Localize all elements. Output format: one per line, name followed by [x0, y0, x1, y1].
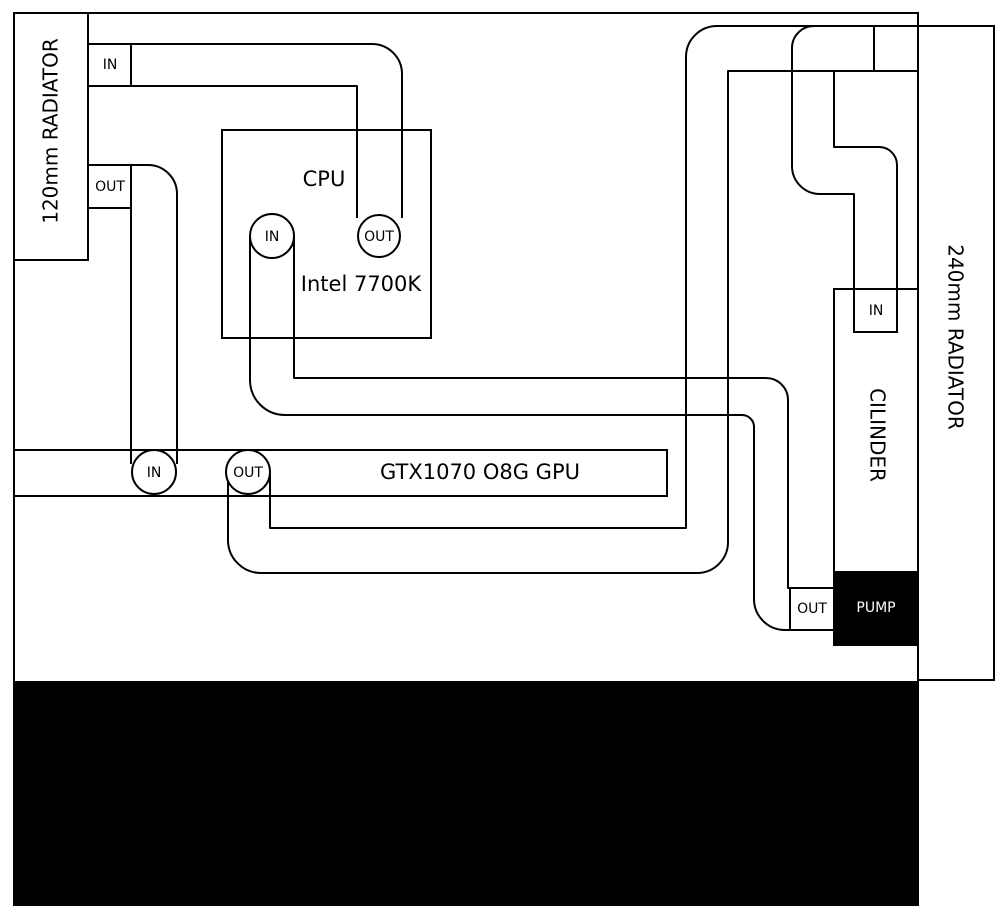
pump-out-port: [789, 587, 835, 631]
radiator-120-out-label: OUT: [95, 179, 125, 195]
radiator-240-fitting: [873, 25, 919, 72]
radiator-240-label: 240mm RADIATOR: [944, 244, 968, 430]
cpu-out-label: OUT: [364, 229, 394, 245]
gpu-out-label: OUT: [233, 465, 263, 481]
cylinder-in-label: IN: [869, 303, 884, 319]
cylinder-in-port: [853, 288, 898, 333]
gpu-block: [13, 449, 668, 497]
pump-label: PUMP: [856, 600, 895, 616]
tube-gpuout-to-rad240-inner: [269, 25, 874, 529]
radiator-120-out-port: [87, 164, 132, 209]
cpu-model: Intel 7700K: [301, 272, 423, 296]
pump: [833, 571, 919, 646]
cylinder-label: CILINDER: [866, 388, 890, 482]
tube-gpuout-to-rad240-outer: [227, 70, 874, 574]
radiator-120-in-label: IN: [103, 57, 118, 73]
bottom-shroud: [14, 681, 918, 905]
pump-out-label: OUT: [797, 601, 827, 617]
radiator-120-in-port: [87, 43, 132, 87]
gpu-in-label: IN: [147, 465, 162, 481]
cpu-out-port: [357, 214, 401, 258]
tube-rad120out-to-gpuin-outer: [131, 164, 178, 464]
cpu-in-label: IN: [265, 229, 280, 245]
cylinder-reservoir: [833, 288, 919, 573]
gpu-label: GTX1070 O8G GPU: [380, 460, 580, 484]
radiator-120: [13, 12, 89, 261]
tube-rad120in-to-cpuout-outer: [131, 43, 403, 218]
cpu-in-port: [249, 213, 295, 259]
radiator-120-label: 120mm RADIATOR: [39, 38, 63, 224]
radiator-240: [917, 25, 995, 681]
gpu-out-port: [225, 449, 271, 495]
tube-rad120in-to-cpuout-inner: [131, 85, 358, 218]
tube-cpuin-to-pumpout-outer: [249, 236, 790, 631]
tube-rad240-to-cylinderin-outer: [791, 25, 874, 289]
gpu-in-port: [131, 449, 177, 495]
tube-rad240-to-cylinderin-inner: [833, 71, 898, 289]
tube-cpuin-to-pumpout-inner: [293, 236, 790, 589]
cpu-title: CPU: [303, 167, 346, 191]
